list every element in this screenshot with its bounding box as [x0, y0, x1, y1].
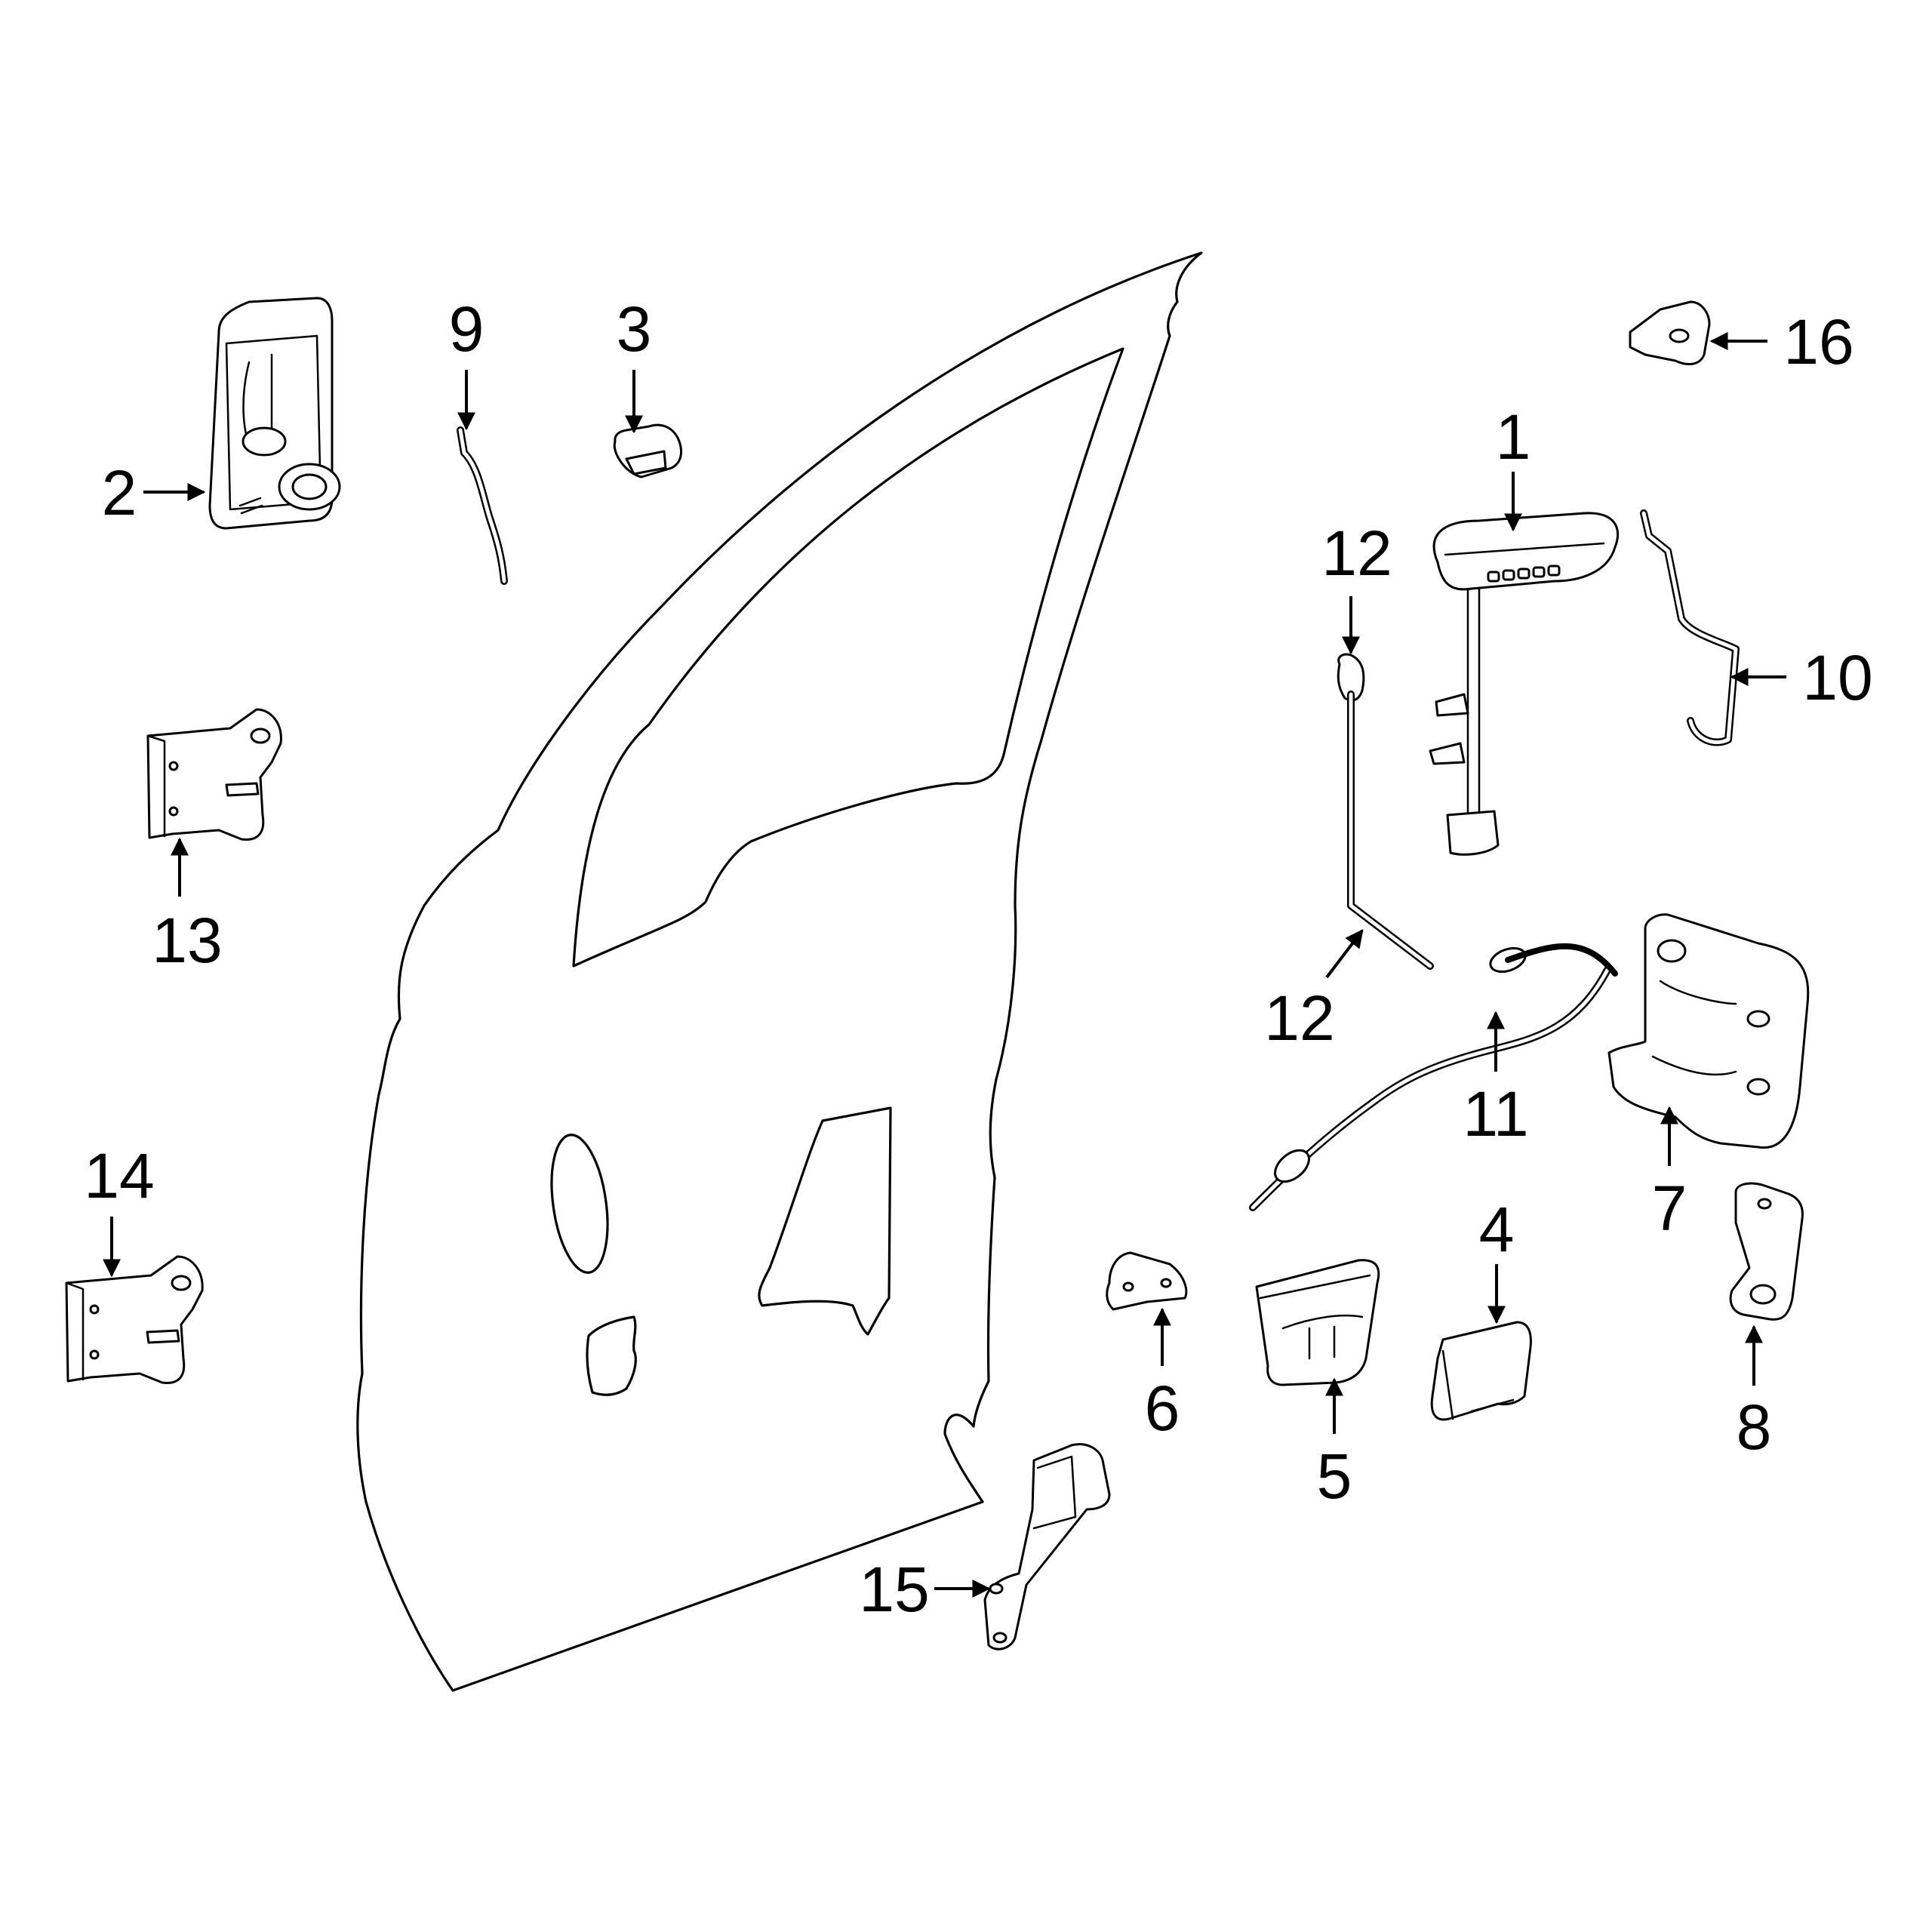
callout-12-bottom: 12 — [1264, 983, 1334, 1054]
part-16-striker — [1629, 300, 1711, 365]
callout-8: 8 — [1737, 1392, 1772, 1463]
callout-12-top: 12 — [1321, 518, 1392, 589]
callout-11: 11 — [1463, 1078, 1528, 1149]
door-shell — [356, 251, 1203, 1692]
part-8-bracket — [1729, 1182, 1804, 1321]
part-9-rod — [457, 426, 508, 585]
callout-labels: 1 2 3 4 5 6 7 8 9 10 11 12 12 13 14 15 1… — [84, 294, 1872, 1625]
part-14-lower-hinge — [65, 1255, 204, 1385]
part-7-door-latch — [1607, 913, 1810, 1149]
callout-14: 14 — [84, 1140, 154, 1211]
callout-6: 6 — [1145, 1373, 1180, 1444]
callout-1: 1 — [1496, 401, 1531, 472]
part-15-door-check — [983, 1443, 1111, 1651]
part-5-handle-pocket — [1255, 1259, 1380, 1386]
callout-10: 10 — [1802, 642, 1872, 713]
part-11-cable — [1249, 943, 1618, 1211]
leader-12-bottom — [1325, 929, 1364, 979]
part-13-upper-hinge — [146, 708, 282, 841]
callout-3: 3 — [617, 294, 652, 365]
part-2-inside-handle — [208, 297, 341, 530]
part-1-outside-handle — [1429, 512, 1620, 856]
callout-2: 2 — [102, 457, 137, 528]
callout-5: 5 — [1317, 1441, 1352, 1512]
leader-lines — [103, 332, 1786, 1598]
callout-7: 7 — [1652, 1173, 1687, 1244]
callout-15: 15 — [859, 1554, 929, 1625]
callout-16: 16 — [1783, 306, 1854, 377]
callout-9: 9 — [449, 294, 485, 365]
callout-13: 13 — [152, 905, 222, 976]
callout-4: 4 — [1479, 1194, 1515, 1265]
part-6-bracket — [1106, 1251, 1188, 1311]
part-3-clip — [613, 423, 682, 478]
part-4-lock-cylinder — [1430, 1321, 1532, 1421]
part-10-rod — [1640, 509, 1740, 746]
part-12-rod — [1337, 653, 1434, 970]
